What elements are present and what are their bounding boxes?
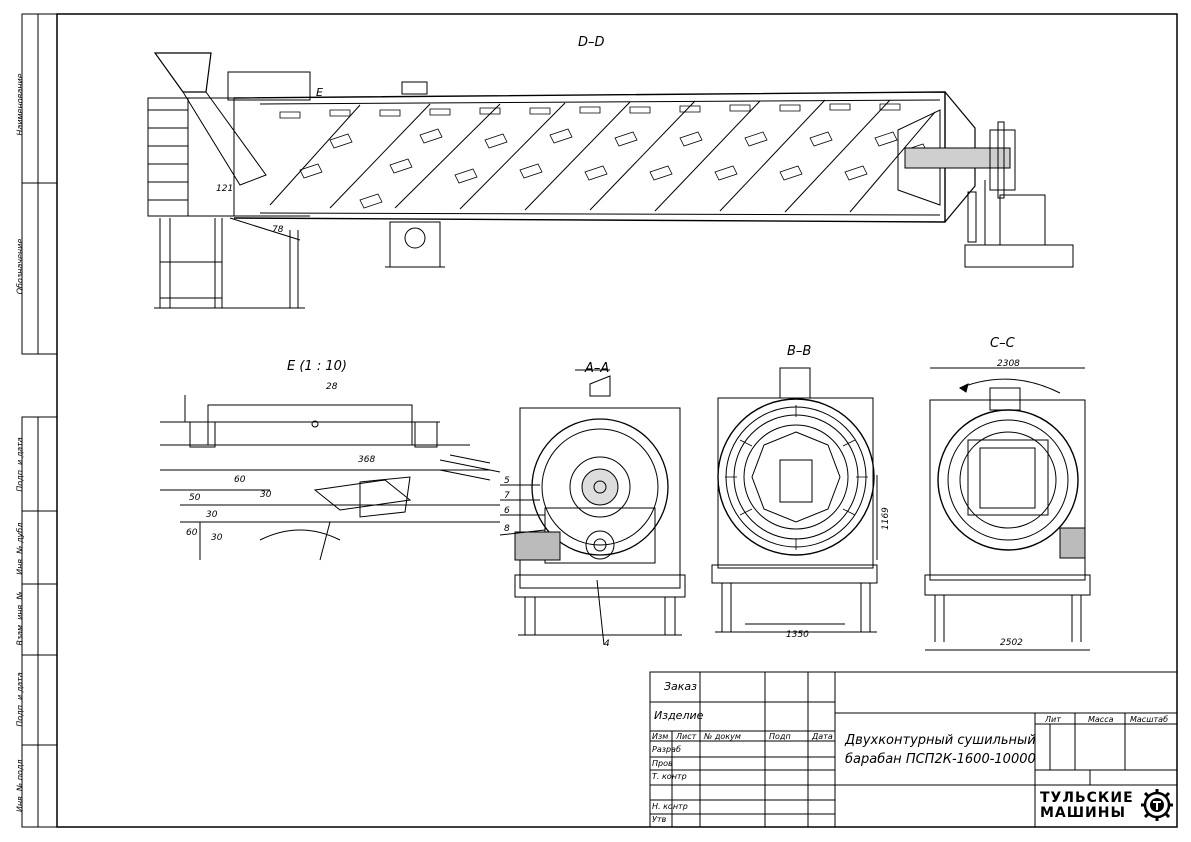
view-dd-drawing (147, 52, 1074, 309)
e-dim-60a: 60 (234, 475, 246, 485)
e-dim-368: 368 (358, 455, 375, 465)
tb-header-izm: Изм (652, 732, 669, 741)
aa-pos-7: 7 (504, 491, 510, 501)
tb-header-doc: № докум (704, 732, 741, 741)
side-label-designation: Обозначение (15, 238, 25, 295)
tb-role-prov: Пров (652, 759, 673, 768)
e-dim-30c: 30 (211, 533, 223, 543)
e-dim-50: 50 (189, 493, 201, 503)
tb-order-label: Заказ (664, 680, 698, 693)
aa-pos-4: 4 (604, 639, 610, 649)
bb-dim-1169: 1169 (881, 507, 891, 530)
dd-dim-121: 121 (216, 184, 233, 194)
view-aa-drawing (499, 369, 686, 646)
e-title: E (1 : 10) (287, 359, 347, 374)
side-label-orig-inv: Инв. № подл. (15, 756, 25, 813)
view-cc-drawing (924, 367, 1091, 651)
cc-dim-2308: 2308 (997, 359, 1020, 369)
tb-product-label: Изделие (654, 709, 704, 722)
bb-dim-1350: 1350 (786, 630, 809, 640)
company-gear-logo (1141, 789, 1173, 821)
aa-title: A–A (584, 361, 609, 376)
cc-dim-2502: 2502 (1000, 638, 1023, 648)
e-dim-28: 28 (326, 382, 338, 392)
view-e-drawing (160, 395, 501, 561)
tb-role-tkontr: Т. контр (652, 772, 687, 781)
tb-header-list: Лист (676, 732, 697, 741)
tb-lit-label: Лит (1045, 715, 1061, 724)
dd-title: D–D (578, 35, 605, 50)
left-side-strip (21, 13, 58, 828)
dd-callout-e: E (316, 86, 323, 99)
title-block-lines (649, 671, 1178, 828)
tb-title-line1: Двухконтурный сушильный (845, 733, 1036, 748)
side-label-name: Наименование (15, 73, 25, 136)
tb-role-razrab: Разраб (652, 745, 681, 754)
view-bb-drawing (711, 367, 878, 633)
dd-dim-78: 78 (272, 225, 284, 235)
e-dim-60b: 60 (186, 528, 198, 538)
tb-company-line1: ТУЛЬСКИЕ (1040, 790, 1134, 806)
tb-mass-label: Масса (1088, 715, 1114, 724)
aa-pos-6: 6 (504, 506, 510, 516)
aa-pos-5: 5 (504, 476, 510, 486)
tb-title-line2: барабан ПСП2К-1600-10000 (845, 752, 1036, 767)
tb-header-date: Дата (812, 732, 833, 741)
tb-role-utv: Утв (652, 815, 667, 824)
e-dim-30b: 30 (206, 510, 218, 520)
bb-title: B–B (787, 344, 811, 359)
tb-company-line2: МАШИНЫ (1040, 805, 1127, 821)
tb-scale-label: Масштаб (1130, 715, 1169, 724)
cc-title: C–C (990, 336, 1016, 351)
tb-role-nkontr: Н. контр (652, 802, 688, 811)
e-dim-30a: 30 (260, 490, 272, 500)
aa-pos-8: 8 (504, 524, 510, 534)
tb-header-sign: Подп (769, 732, 791, 741)
